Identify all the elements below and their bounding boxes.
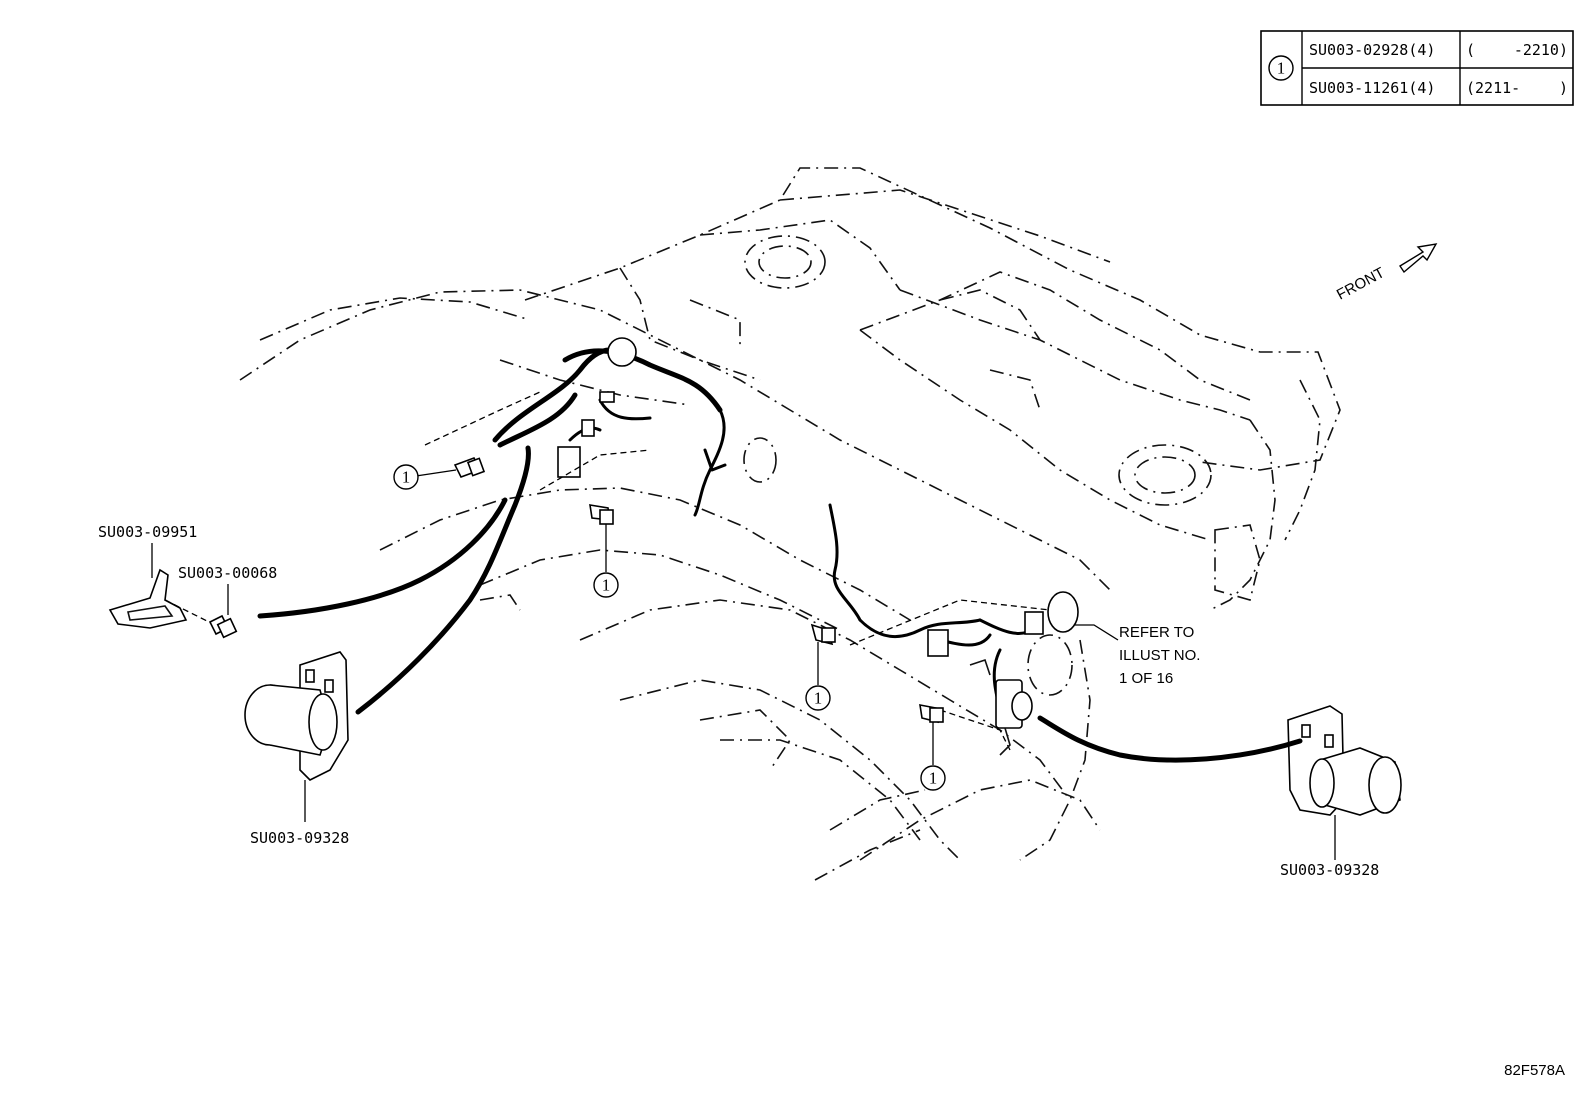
bracket-left-part-number: SU003-09951 — [98, 523, 197, 541]
vehicle-body-outline — [239, 167, 1341, 881]
callout-circle — [593, 572, 619, 598]
bolt-callout-4 — [919, 704, 944, 765]
callout-circle — [393, 464, 419, 490]
callout-number: 1 — [602, 576, 611, 595]
figure-code: 82F578A — [1504, 1062, 1565, 1079]
bolt-left — [208, 614, 238, 639]
sensor-right — [1037, 705, 1402, 860]
table-range-open: ( — [1466, 41, 1475, 59]
illust-no-text: ILLUST NO. — [1119, 647, 1200, 664]
bolt-callout-1 — [415, 457, 486, 478]
bolt-left-part-number: SU003-00068 — [178, 564, 277, 582]
front-label: FRONT — [1334, 264, 1388, 303]
rear-height-sensor — [969, 658, 1033, 756]
callout-circle — [805, 685, 831, 711]
callout-number: 1 — [814, 689, 823, 708]
table-range-open: (2211- — [1466, 79, 1520, 97]
table-range-value: ) — [1559, 79, 1568, 97]
bolt-callout-3 — [810, 623, 836, 685]
refer-leader-line — [1074, 624, 1119, 641]
sensor-left-part-number: SU003-09328 — [250, 829, 349, 847]
table-callout-number: 1 — [1277, 59, 1286, 78]
refer-to-text: REFER TO — [1119, 624, 1194, 641]
sensor-right-part-number: SU003-09328 — [1280, 861, 1379, 879]
table-part-number: SU003-11261(4) — [1309, 79, 1435, 97]
illust-page-text: 1 OF 16 — [1119, 670, 1173, 687]
front-arrow-icon — [1399, 243, 1438, 274]
sensor-left — [244, 445, 531, 822]
table-range-value: -2210) — [1514, 41, 1568, 59]
part-labels: SU003-09951 SU003-00068 SU003-09328 SU00… — [98, 523, 1565, 1079]
bracket-left — [108, 568, 216, 629]
callout-circle — [920, 765, 946, 791]
wire-harness-right — [828, 503, 1079, 751]
callout-markers: 1 1 1 1 — [393, 464, 946, 791]
bolt-callout-2 — [589, 504, 614, 572]
callout-reference-table: 1 SU003-02928(4) ( -2210) SU003-11261(4)… — [1260, 30, 1574, 106]
wire-harness-left — [424, 337, 727, 517]
table-callout-circle — [1268, 55, 1294, 81]
table-part-number: SU003-02928(4) — [1309, 41, 1435, 59]
front-direction-indicator: FRONT — [1334, 243, 1438, 304]
callout-number: 1 — [929, 769, 938, 788]
callout-number: 1 — [402, 468, 411, 487]
